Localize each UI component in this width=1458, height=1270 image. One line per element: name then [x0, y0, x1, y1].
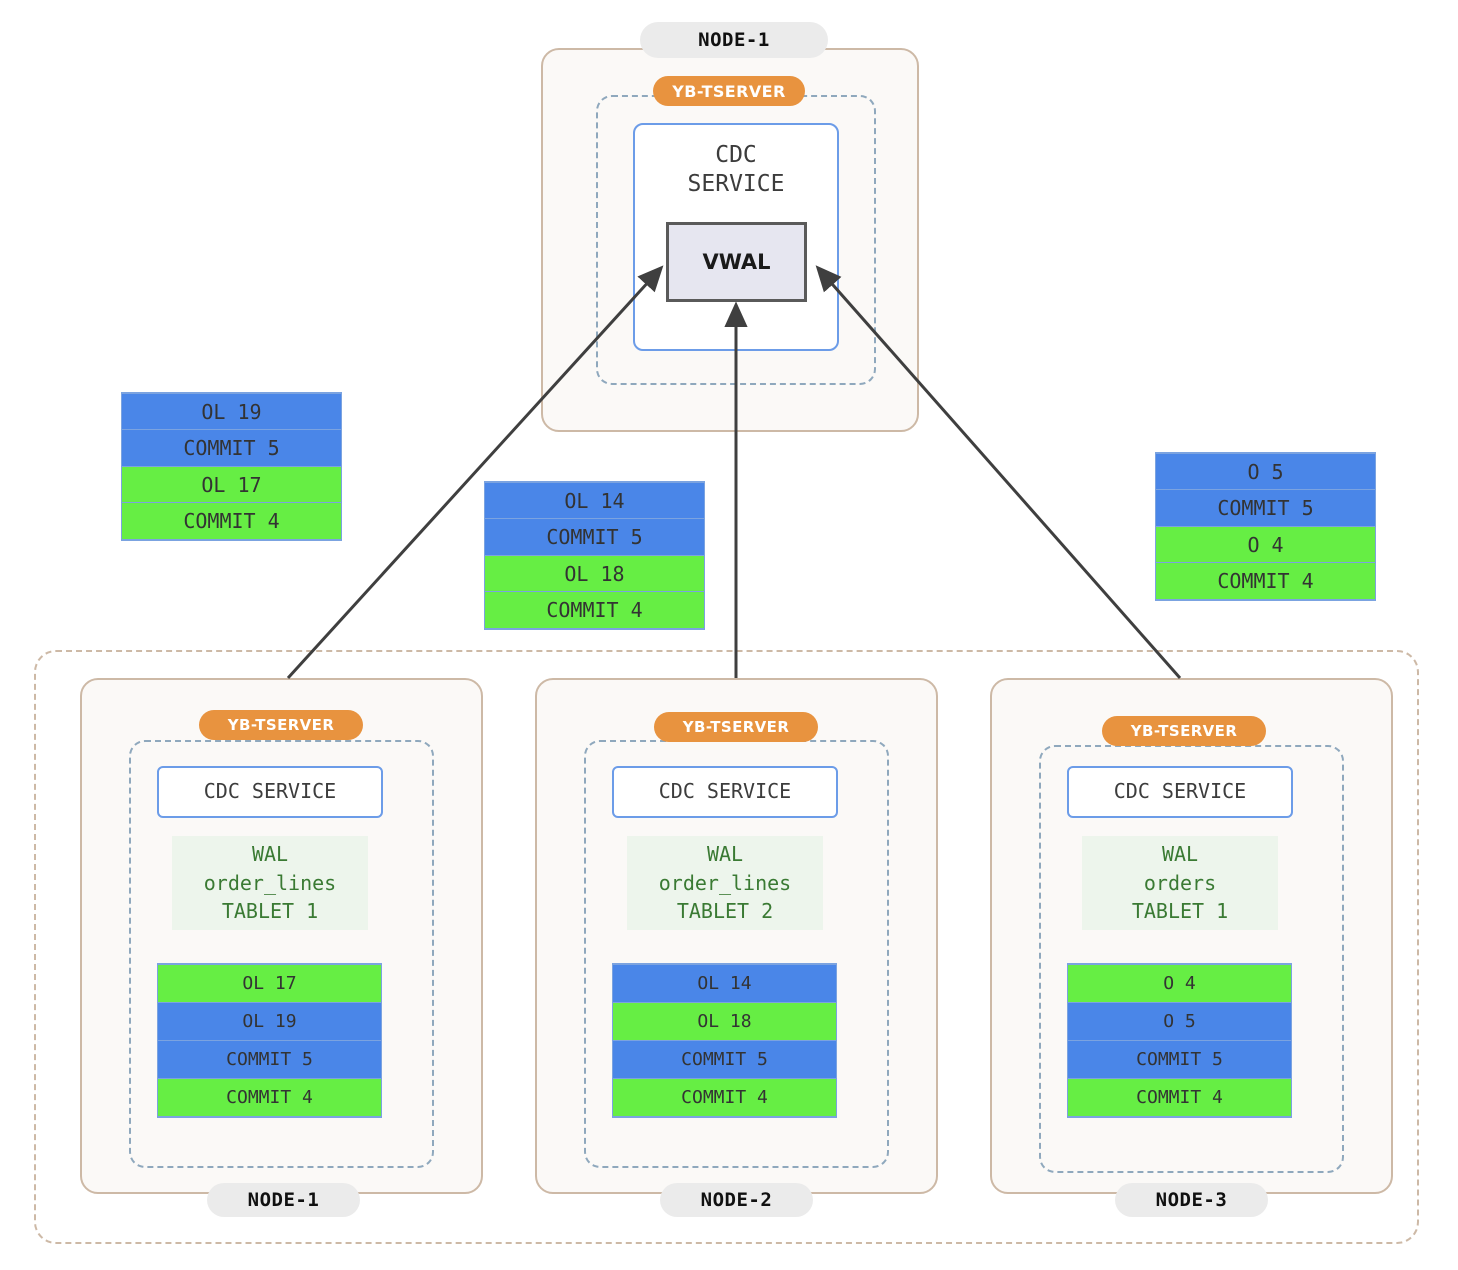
cluster-node-2-panel	[535, 678, 938, 1194]
record-row: COMMIT 5	[1068, 1039, 1291, 1080]
record-row: OL 19	[158, 1001, 381, 1042]
wal-title: WAL	[251, 842, 289, 867]
cluster-node-1-tserver-badge: YB-TSERVER	[199, 710, 363, 740]
cluster-node-1-cdc-label: CDC SERVICE	[203, 779, 337, 804]
vwal-label: VWAL	[702, 250, 771, 274]
record-row: O 4	[1068, 964, 1291, 1004]
cluster-node-1-label: NODE-1	[247, 1189, 320, 1211]
record-row: OL 18	[485, 554, 704, 593]
record-row: COMMIT 4	[613, 1077, 836, 1117]
top-node-tserver-label: YB-TSERVER	[672, 81, 786, 101]
wal-table: order_lines	[658, 870, 792, 895]
record-row: OL 19	[122, 393, 341, 431]
cluster-node-3-cdc-service-box: CDC SERVICE	[1067, 766, 1293, 818]
record-row: OL 14	[485, 482, 704, 520]
wal-table: order_lines	[203, 870, 337, 895]
cluster-node-2-tserver-badge: YB-TSERVER	[654, 712, 818, 742]
vwal-box: VWAL	[666, 222, 807, 302]
wal-title: WAL	[706, 842, 744, 867]
cluster-node-3-label: NODE-3	[1155, 1189, 1228, 1211]
top-node-badge: NODE-1	[640, 22, 828, 58]
record-row: COMMIT 4	[122, 502, 341, 540]
record-row: COMMIT 4	[485, 591, 704, 629]
cluster-node-3-tserver-boundary	[1039, 745, 1344, 1173]
cluster-node-1-record-stack: OL 17 OL 19 COMMIT 5 COMMIT 4	[157, 963, 382, 1118]
record-row: COMMIT 4	[158, 1077, 381, 1117]
cluster-node-3-wal-box: WAL orders TABLET 1	[1082, 836, 1278, 930]
record-row: OL 17	[158, 964, 381, 1004]
cluster-node-1-cdc-service-box: CDC SERVICE	[157, 766, 383, 818]
cluster-node-1-wal-box: WAL order_lines TABLET 1	[172, 836, 368, 930]
record-row: O 4	[1156, 525, 1375, 564]
cluster-node-2-cdc-service-box: CDC SERVICE	[612, 766, 838, 818]
cluster-node-3-tserver-badge: YB-TSERVER	[1102, 716, 1266, 746]
cluster-node-1-tserver-boundary	[129, 740, 434, 1168]
wal-tablet: TABLET 1	[221, 899, 319, 924]
cluster-node-2-label: NODE-2	[700, 1189, 773, 1211]
stream-stack-node-3: O 5 COMMIT 5 O 4 COMMIT 4	[1155, 452, 1376, 601]
wal-table: orders	[1143, 870, 1217, 895]
cluster-node-1-badge: NODE-1	[207, 1183, 360, 1217]
record-row: COMMIT 5	[485, 518, 704, 557]
cluster-node-3-cdc-label: CDC SERVICE	[1113, 779, 1247, 804]
record-row: COMMIT 5	[1156, 489, 1375, 528]
top-node-cdc-label: CDC SERVICE	[687, 142, 785, 198]
cluster-node-2-wal-box: WAL order_lines TABLET 2	[627, 836, 823, 930]
cluster-node-3-tserver-label: YB-TSERVER	[1130, 722, 1238, 740]
record-row: COMMIT 5	[158, 1039, 381, 1080]
cluster-node-3-badge: NODE-3	[1115, 1183, 1268, 1217]
record-row: COMMIT 5	[122, 429, 341, 468]
record-row: OL 17	[122, 465, 341, 504]
top-node-tserver-badge: YB-TSERVER	[653, 76, 805, 106]
cluster-node-2-tserver-label: YB-TSERVER	[682, 718, 790, 736]
record-row: COMMIT 4	[1156, 562, 1375, 600]
cluster-node-1-tserver-label: YB-TSERVER	[227, 716, 335, 734]
cluster-node-2-badge: NODE-2	[660, 1183, 813, 1217]
cluster-node-1-panel	[80, 678, 483, 1194]
cluster-node-2-record-stack: OL 14 OL 18 COMMIT 5 COMMIT 4	[612, 963, 837, 1118]
stream-stack-node-2: OL 14 COMMIT 5 OL 18 COMMIT 4	[484, 481, 705, 630]
record-row: COMMIT 4	[1068, 1077, 1291, 1117]
top-node-label: NODE-1	[698, 29, 770, 51]
cluster-node-3-record-stack: O 4 O 5 COMMIT 5 COMMIT 4	[1067, 963, 1292, 1118]
wal-title: WAL	[1161, 842, 1199, 867]
cluster-boundary	[34, 650, 1419, 1244]
cluster-node-2-cdc-label: CDC SERVICE	[658, 779, 792, 804]
record-row: O 5	[1156, 453, 1375, 491]
wal-tablet: TABLET 2	[676, 899, 774, 924]
record-row: COMMIT 5	[613, 1039, 836, 1080]
wal-tablet: TABLET 1	[1131, 899, 1229, 924]
record-row: OL 18	[613, 1001, 836, 1042]
record-row: O 5	[1068, 1001, 1291, 1042]
stream-stack-node-1: OL 19 COMMIT 5 OL 17 COMMIT 4	[121, 392, 342, 541]
record-row: OL 14	[613, 964, 836, 1004]
